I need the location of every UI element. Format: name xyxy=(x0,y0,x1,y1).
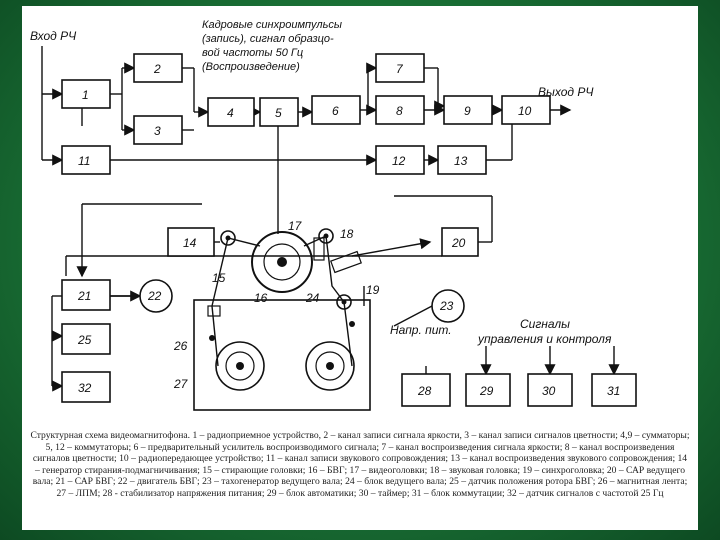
block-10 xyxy=(501,95,551,125)
block-25 xyxy=(61,323,111,355)
block-11 xyxy=(61,145,111,175)
svg-text:30: 30 xyxy=(542,384,556,398)
svg-text:25: 25 xyxy=(77,333,92,347)
block-8 xyxy=(375,95,425,125)
svg-text:28: 28 xyxy=(417,384,432,398)
svg-text:10: 10 xyxy=(518,104,532,118)
block-9 xyxy=(443,95,493,125)
power-label: Напр. пит. xyxy=(390,323,452,337)
block-22 xyxy=(139,279,173,313)
sync-note-line-4: (Воспроизведение) xyxy=(202,61,300,73)
svg-text:26: 26 xyxy=(173,339,188,353)
svg-text:18: 18 xyxy=(340,227,354,241)
svg-text:31: 31 xyxy=(607,384,620,398)
svg-text:2: 2 xyxy=(153,62,161,76)
block-5 xyxy=(259,97,299,127)
svg-text:29: 29 xyxy=(479,384,494,398)
sync-note-line-3: вой частоты 50 Гц xyxy=(202,47,303,59)
block-3 xyxy=(133,115,183,145)
block-13 xyxy=(437,145,487,175)
svg-text:11: 11 xyxy=(78,154,90,168)
input-label: Вход РЧ xyxy=(30,29,77,43)
svg-text:14: 14 xyxy=(183,236,197,250)
svg-text:1: 1 xyxy=(82,88,89,102)
svg-text:27: 27 xyxy=(173,377,189,391)
diagram-caption: Структурная схема видеомагнитофона. 1 – … xyxy=(30,430,690,499)
svg-text:23: 23 xyxy=(439,299,454,313)
svg-text:6: 6 xyxy=(332,104,339,118)
svg-text:19: 19 xyxy=(366,283,380,297)
block-diagram: Вход РЧ Выход РЧ Кадровые синхроимпульсы… xyxy=(22,6,698,426)
connection-lines xyxy=(41,46,620,402)
block-32 xyxy=(61,371,111,403)
tape-transport xyxy=(193,228,371,411)
svg-text:8: 8 xyxy=(396,104,403,118)
blocks: 1 2 3 4 5 6 7 8 9 10 11 xyxy=(61,53,637,407)
svg-text:24: 24 xyxy=(305,291,320,305)
block-23 xyxy=(431,289,465,323)
block-6 xyxy=(311,95,361,125)
block-30 xyxy=(527,373,573,407)
sync-note-line-1: Кадровые синхроимпульсы xyxy=(202,19,342,31)
svg-text:13: 13 xyxy=(454,154,468,168)
svg-text:15: 15 xyxy=(212,271,226,285)
svg-text:22: 22 xyxy=(147,289,162,303)
block-29 xyxy=(465,373,511,407)
svg-text:16: 16 xyxy=(254,291,268,305)
sync-note-line-2: (запись), сигнал образцо- xyxy=(202,33,334,45)
svg-text:4: 4 xyxy=(227,106,234,120)
block-20 xyxy=(441,227,479,257)
block-12 xyxy=(375,145,425,175)
slide-frame: Вход РЧ Выход РЧ Кадровые синхроимпульсы… xyxy=(22,6,698,530)
signals-label-line-2: управления и контроля xyxy=(477,332,612,346)
circle-blocks: 22 23 xyxy=(139,279,465,323)
signals-label-line-1: Сигналы xyxy=(520,317,570,331)
block-21 xyxy=(61,279,111,311)
block-7 xyxy=(375,53,425,83)
svg-text:20: 20 xyxy=(451,236,466,250)
block-31 xyxy=(591,373,637,407)
svg-text:7: 7 xyxy=(396,62,404,76)
svg-text:32: 32 xyxy=(78,381,92,395)
block-1 xyxy=(61,79,111,109)
block-4 xyxy=(207,97,255,127)
block-2 xyxy=(133,53,183,83)
mechanism-callouts: 15 16 17 18 19 24 26 27 xyxy=(173,219,380,391)
output-label: Выход РЧ xyxy=(538,85,594,99)
block-14 xyxy=(167,227,215,257)
svg-text:3: 3 xyxy=(154,124,161,138)
diagram-svg: Вход РЧ Выход РЧ Кадровые синхроимпульсы… xyxy=(30,19,637,411)
svg-text:5: 5 xyxy=(275,106,282,120)
svg-text:21: 21 xyxy=(77,289,91,303)
svg-text:12: 12 xyxy=(392,154,406,168)
svg-text:9: 9 xyxy=(464,104,471,118)
svg-text:17: 17 xyxy=(288,219,303,233)
block-28 xyxy=(401,373,451,407)
